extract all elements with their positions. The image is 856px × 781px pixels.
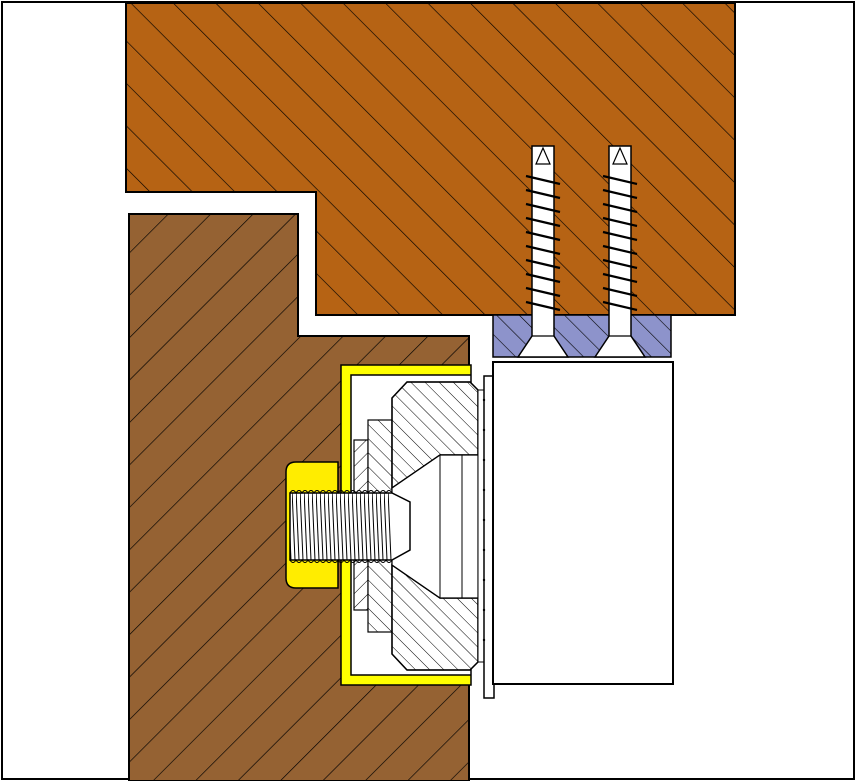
- conical-adjuster: [391, 381, 485, 671]
- adjustment-housing: [340, 364, 472, 686]
- hinge-plate: [492, 314, 672, 358]
- wood-screw: [516, 145, 570, 358]
- frame-wood: [125, 2, 736, 316]
- wood-screw: [593, 145, 647, 358]
- hinge-body: [482, 361, 674, 699]
- threaded-bolt: [289, 490, 411, 563]
